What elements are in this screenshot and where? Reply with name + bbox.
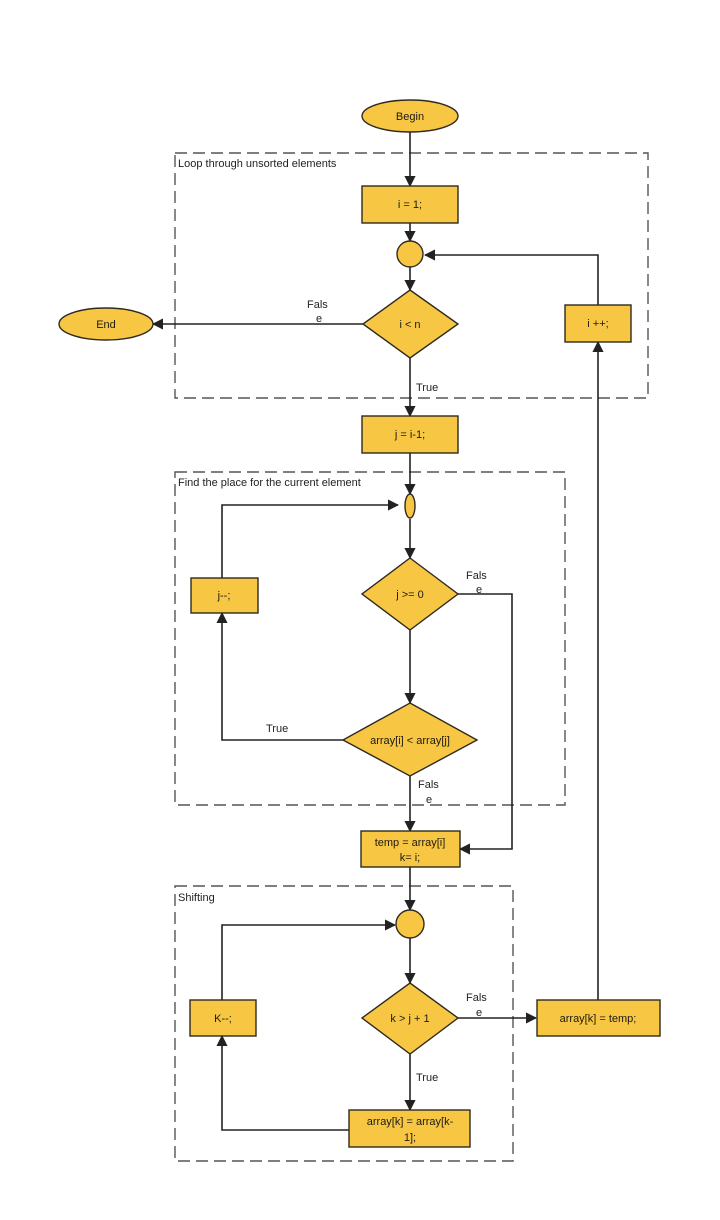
node-dec-k-label: K--; xyxy=(214,1013,232,1025)
edges xyxy=(151,132,604,1131)
group-find-place-label: Find the place for the current element xyxy=(178,477,361,489)
edge-label-false-j-cont: e xyxy=(476,584,482,596)
node-dec-j: j--; xyxy=(190,577,259,614)
edge-label-false-end: Fals xyxy=(307,299,328,311)
node-begin: Begin xyxy=(361,99,459,133)
node-cond-compare-label: array[i] < array[j] xyxy=(370,735,450,747)
edge-label-false-k: Fals xyxy=(466,992,487,1004)
group-loop-label: Loop through unsorted elements xyxy=(178,158,337,170)
node-end-label: End xyxy=(96,319,116,331)
node-dec-k: K--; xyxy=(189,999,257,1037)
node-init-j: j = i-1; xyxy=(361,415,459,454)
node-shift-label-2: 1]; xyxy=(404,1132,416,1144)
node-find-junction xyxy=(404,493,416,519)
edge-cond-cmp-dec-j xyxy=(216,611,343,741)
node-cond-compare: array[i] < array[j] xyxy=(341,702,479,777)
edge-label-true-cmp: True xyxy=(266,723,288,735)
node-temp-label-2: k= i; xyxy=(400,852,420,864)
edge-cond-j-temp xyxy=(458,593,513,855)
edge-label-false-cmp-cont: e xyxy=(426,794,432,806)
node-shift: array[k] = array[k- 1]; xyxy=(348,1109,471,1148)
node-cond-j-label: j >= 0 xyxy=(395,589,424,601)
group-find-place: Find the place for the current element xyxy=(174,471,566,806)
edge-label-true-loop: True xyxy=(416,382,438,394)
node-cond-k-label: k > j + 1 xyxy=(390,1013,429,1025)
edge-label-false-cmp: Fals xyxy=(418,779,439,791)
node-cond-k: k > j + 1 xyxy=(360,982,460,1055)
node-shift-label-1: array[k] = array[k- xyxy=(367,1116,454,1128)
node-init-i-label: i = 1; xyxy=(398,199,422,211)
edge-inc-i-junction xyxy=(423,249,599,305)
node-assign-label: array[k] = temp; xyxy=(560,1013,637,1025)
node-loop-junction xyxy=(396,240,424,268)
node-assign: array[k] = temp; xyxy=(536,999,661,1037)
node-temp: temp = array[i] k= i; xyxy=(360,830,461,868)
edge-label-false-j: Fals xyxy=(466,570,487,582)
edge-label-false-k-cont: e xyxy=(476,1007,482,1019)
node-inc-i: i ++; xyxy=(564,304,632,343)
edge-labels: Fals e True Fals e True Fals e Fals e Tr… xyxy=(266,299,487,1084)
group-shifting-label: Shifting xyxy=(178,892,215,904)
node-cond-i-label: i < n xyxy=(399,319,420,331)
group-shifting: Shifting xyxy=(174,885,514,1162)
edge-label-true-k: True xyxy=(416,1072,438,1084)
node-cond-i: i < n xyxy=(361,289,460,359)
node-shift-junction xyxy=(395,909,425,939)
group-loop: Loop through unsorted elements xyxy=(174,152,649,399)
node-cond-j: j >= 0 xyxy=(360,557,460,631)
node-inc-i-label: i ++; xyxy=(587,318,608,330)
edge-dec-j-junction xyxy=(221,499,400,578)
edge-dec-k-junction xyxy=(221,919,397,1000)
node-temp-label-1: temp = array[i] xyxy=(375,837,446,849)
node-init-i: i = 1; xyxy=(361,185,459,224)
node-dec-j-label: j--; xyxy=(217,590,231,602)
edge-shift-dec-k xyxy=(216,1034,349,1131)
node-begin-label: Begin xyxy=(396,111,424,123)
edge-label-false-end-cont: e xyxy=(316,313,322,325)
node-end: End xyxy=(58,307,154,341)
node-init-j-label: j = i-1; xyxy=(394,429,425,441)
